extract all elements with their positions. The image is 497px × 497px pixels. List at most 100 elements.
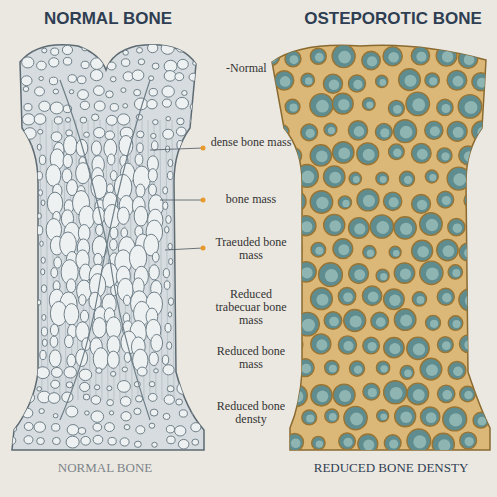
trabecular-cell [177, 141, 183, 150]
trabecular-cell [166, 216, 171, 224]
trabecular-cell [149, 423, 155, 428]
pore [311, 288, 333, 310]
pore [376, 172, 389, 185]
pore [384, 337, 404, 357]
trabecular-cell [63, 57, 71, 65]
pore [344, 406, 367, 429]
pore [324, 214, 345, 235]
trabecular-cell [180, 324, 184, 330]
trabecular-network [6, 42, 202, 449]
pore [447, 167, 470, 190]
trabecular-cell [176, 127, 186, 136]
trabecular-cell [38, 190, 42, 196]
trabecular-cell [197, 339, 200, 344]
trabecular-cell [51, 132, 62, 142]
pore [459, 243, 477, 261]
trabecular-cell [195, 159, 199, 165]
trabecular-cell [147, 99, 157, 108]
trabecular-cell [41, 200, 45, 206]
pore [310, 48, 326, 64]
trabecular-cell [179, 285, 185, 294]
trabecular-cell [14, 231, 19, 239]
pore [333, 142, 354, 163]
trabecular-cell [35, 87, 45, 96]
trabecular-cell [40, 350, 46, 359]
pore [371, 312, 389, 330]
trabecular-cell [34, 114, 46, 125]
pore [325, 360, 339, 374]
pore [400, 365, 414, 379]
part-label: Reduced trabecuar bone mass [208, 288, 294, 328]
trabecular-cell [29, 241, 33, 246]
pore [420, 213, 443, 236]
pore [285, 51, 301, 67]
trabecular-cell [64, 367, 77, 378]
trabecular-cell [10, 315, 13, 320]
trabecular-cell [122, 367, 127, 372]
trabecular-cell [190, 103, 198, 110]
trabecular-cell [161, 42, 174, 54]
pore [310, 191, 332, 213]
trabecular-cell [137, 131, 144, 138]
trabecular-cell [28, 202, 34, 211]
trabecular-cell [134, 89, 141, 95]
trabecular-cell [179, 410, 187, 417]
pore [458, 95, 482, 119]
pore [443, 407, 467, 431]
trabecular-cell [26, 255, 31, 262]
bone-heading: NORMAL BONE [18, 10, 198, 29]
pore [296, 312, 320, 336]
trabecular-cell [177, 59, 188, 69]
pore [333, 384, 355, 406]
trabecular-cell [76, 139, 88, 156]
trabecular-cell [37, 387, 42, 391]
trabecular-cell [78, 427, 86, 434]
pore [459, 335, 476, 352]
trabecular-cell [10, 44, 19, 52]
pore [447, 70, 467, 90]
pore [363, 383, 380, 400]
trabecular-cell [23, 368, 29, 374]
pore [363, 337, 380, 354]
trabecular-cell [168, 298, 173, 306]
trabecular-cell [23, 128, 36, 140]
trabecular-cell [137, 143, 144, 153]
trabecular-cell [14, 257, 18, 262]
pore [311, 242, 326, 257]
trabecular-cell [91, 396, 101, 405]
trabecular-cell [107, 62, 116, 70]
trabecular-cell [23, 86, 29, 91]
pore [411, 143, 431, 163]
trabecular-cell [163, 202, 168, 210]
trabecular-cell [39, 409, 44, 414]
trabecular-cell [134, 408, 141, 414]
trabecular-cell [10, 271, 15, 278]
trabecular-cell [152, 442, 157, 447]
trabecular-cell [11, 184, 16, 191]
trabecular-cell [165, 226, 169, 232]
pore [394, 217, 416, 239]
trabecular-cell [180, 273, 184, 279]
trabecular-cell [40, 241, 44, 246]
trabecular-cell [191, 423, 201, 432]
trabecular-cell [12, 368, 17, 372]
trabecular-cell [134, 206, 148, 226]
trabecular-cell [78, 90, 89, 100]
trabecular-cell [50, 336, 58, 347]
trabecular-cell [81, 61, 89, 68]
pore [362, 98, 375, 111]
trabecular-cell [168, 243, 172, 249]
trabecular-cell [196, 357, 199, 362]
pore [325, 409, 339, 423]
pore [473, 316, 486, 329]
trabecular-cell [49, 350, 61, 367]
trabecular-cell [66, 130, 73, 136]
trabecular-cell [41, 257, 45, 263]
trabecular-cell [110, 239, 118, 250]
pore [473, 412, 489, 428]
bone-fiber [160, 120, 162, 400]
trabecular-cell [109, 411, 113, 415]
trabecular-cell [105, 131, 115, 140]
trabecular-cell [164, 71, 176, 82]
pore [370, 215, 393, 238]
